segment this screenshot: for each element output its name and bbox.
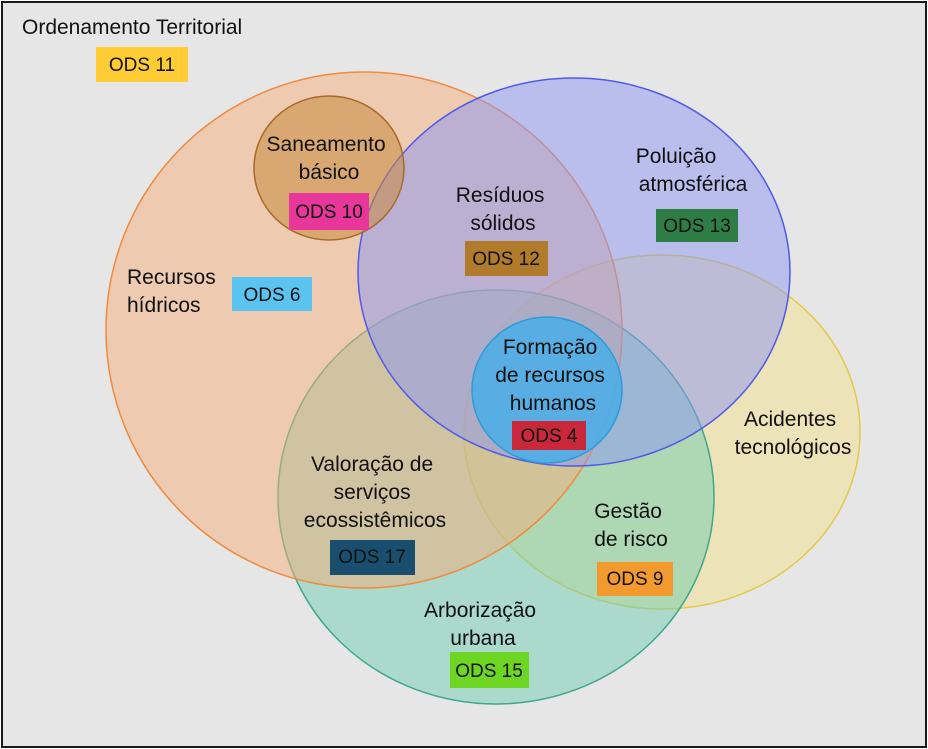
circle-poluicao-atmosferica bbox=[357, 77, 791, 467]
ods-12-label: ODS 12 bbox=[472, 249, 540, 270]
ods-9-label: ODS 9 bbox=[606, 569, 663, 590]
ods-15-label: ODS 15 bbox=[455, 661, 523, 682]
ods-17-badge bbox=[330, 540, 415, 575]
label-acidentes-tecnologicos: Acidentes tecnológicos bbox=[735, 408, 852, 459]
diagram-title: Ordenamento Territorial bbox=[22, 16, 242, 39]
ods-6-label: ODS 6 bbox=[243, 285, 300, 306]
label-formacao-recursos-humanos: Formação de recursos humanos bbox=[495, 336, 611, 415]
label-valoracao-servicos-ecossistemicos: Valoração de serviços ecossistêmicos bbox=[304, 453, 446, 532]
ods-12-badge bbox=[465, 241, 548, 276]
label-saneamento-basico: Saneamento básico bbox=[267, 133, 392, 184]
label-recursos-hidricos: Recursos hídricos bbox=[127, 266, 222, 317]
ods-9-badge bbox=[597, 562, 673, 596]
ods-13-badge bbox=[656, 209, 738, 242]
ods-11-label: ODS 11 bbox=[109, 55, 175, 76]
label-poluicao-atmosferica: Poluição atmosférica bbox=[636, 145, 748, 196]
ods-17-label: ODS 17 bbox=[338, 547, 406, 568]
ods-15-badge bbox=[450, 652, 529, 688]
ods-11-badge bbox=[96, 47, 188, 82]
ods-13-label: ODS 13 bbox=[663, 216, 731, 237]
ods-6-badge bbox=[232, 277, 312, 311]
ods-4-badge bbox=[512, 421, 586, 450]
ods-4-label: ODS 4 bbox=[520, 426, 577, 447]
label-arborizacao-urbana: Arborização urbana bbox=[424, 599, 542, 650]
ods-10-badge bbox=[289, 193, 369, 230]
ods-10-label: ODS 10 bbox=[295, 202, 363, 223]
label-residuos-solidos: Resíduos sólidos bbox=[456, 184, 551, 235]
label-gestao-de-risco: Gestão de risco bbox=[594, 500, 668, 551]
